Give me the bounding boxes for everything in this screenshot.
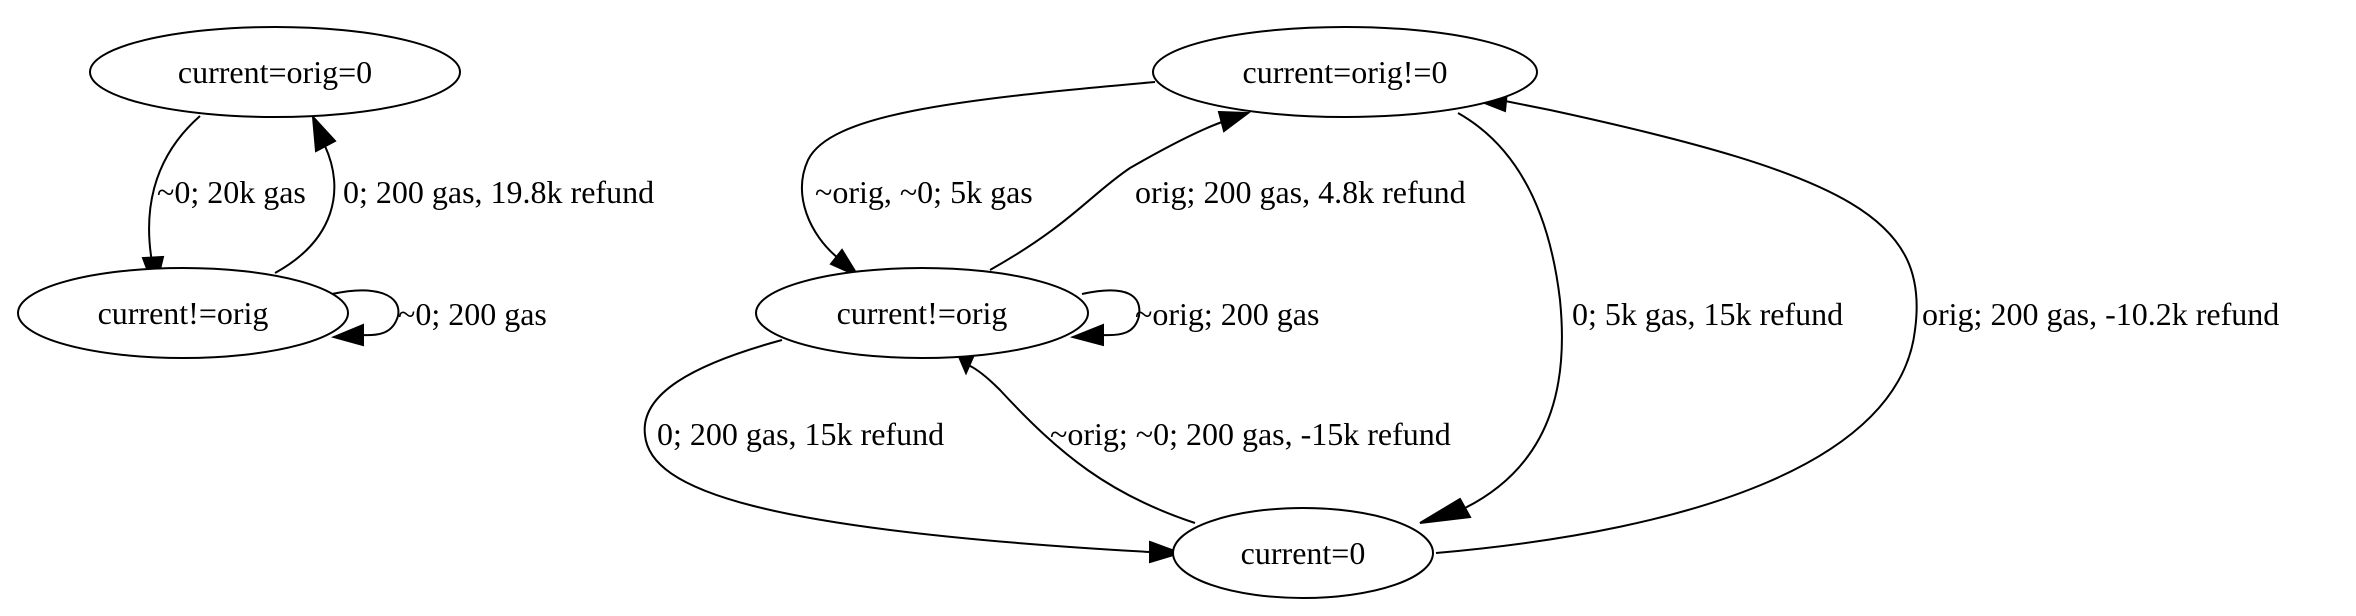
edge-a-e1: ~0; 20k gas: [141, 115, 306, 294]
node-label: current=orig!=0: [1243, 54, 1448, 90]
edge-b-e4: 0; 5k gas, 15k refund: [1419, 112, 1843, 524]
edge-label: ~0; 200 gas: [398, 296, 547, 332]
node-b-nonzero: current=orig!=0: [1152, 26, 1538, 118]
node-b-neq: current!=orig: [755, 267, 1089, 359]
edge-b-e3: ~orig; 200 gas: [1069, 289, 1319, 347]
graph-right: ~orig, ~0; 5k gas orig; 200 gas, 4.8k re…: [643, 26, 2279, 599]
node-label: current!=orig: [837, 295, 1008, 331]
edge-label: 0; 200 gas, 19.8k refund: [343, 174, 654, 210]
node-b-zero: current=0: [1172, 507, 1434, 599]
edge-label: ~orig, ~0; 5k gas: [815, 174, 1033, 210]
edge-label: 0; 200 gas, 15k refund: [657, 416, 944, 452]
node-label: current=orig=0: [178, 54, 372, 90]
edge-label: ~orig; ~0; 200 gas, -15k refund: [1050, 416, 1451, 452]
edge-label: 0; 5k gas, 15k refund: [1572, 296, 1843, 332]
edge-label: ~orig; 200 gas: [1135, 296, 1319, 332]
edge-b-e2: orig; 200 gas, 4.8k refund: [989, 110, 1466, 271]
node-label: current!=orig: [98, 295, 269, 331]
edge-b-e7: ~orig; ~0; 200 gas, -15k refund: [955, 350, 1451, 524]
edge-a-e3: ~0; 200 gas: [330, 289, 547, 347]
edge-b-e5: orig; 200 gas, -10.2k refund: [1435, 89, 2279, 554]
node-label: current=0: [1241, 535, 1366, 571]
edge-b-e6: 0; 200 gas, 15k refund: [643, 339, 1184, 564]
edge-a-e2: 0; 200 gas, 19.8k refund: [274, 114, 654, 274]
node-a-zero: current=orig=0: [89, 26, 461, 118]
edge-label: ~0; 20k gas: [157, 174, 306, 210]
node-a-neq: current!=orig: [17, 267, 349, 359]
edge-label: orig; 200 gas, -10.2k refund: [1922, 296, 2279, 332]
edge-b-e1: ~orig, ~0; 5k gas: [801, 81, 1156, 279]
edge-label: orig; 200 gas, 4.8k refund: [1135, 174, 1466, 210]
graph-left: ~0; 20k gas 0; 200 gas, 19.8k refund ~0;…: [17, 26, 654, 359]
